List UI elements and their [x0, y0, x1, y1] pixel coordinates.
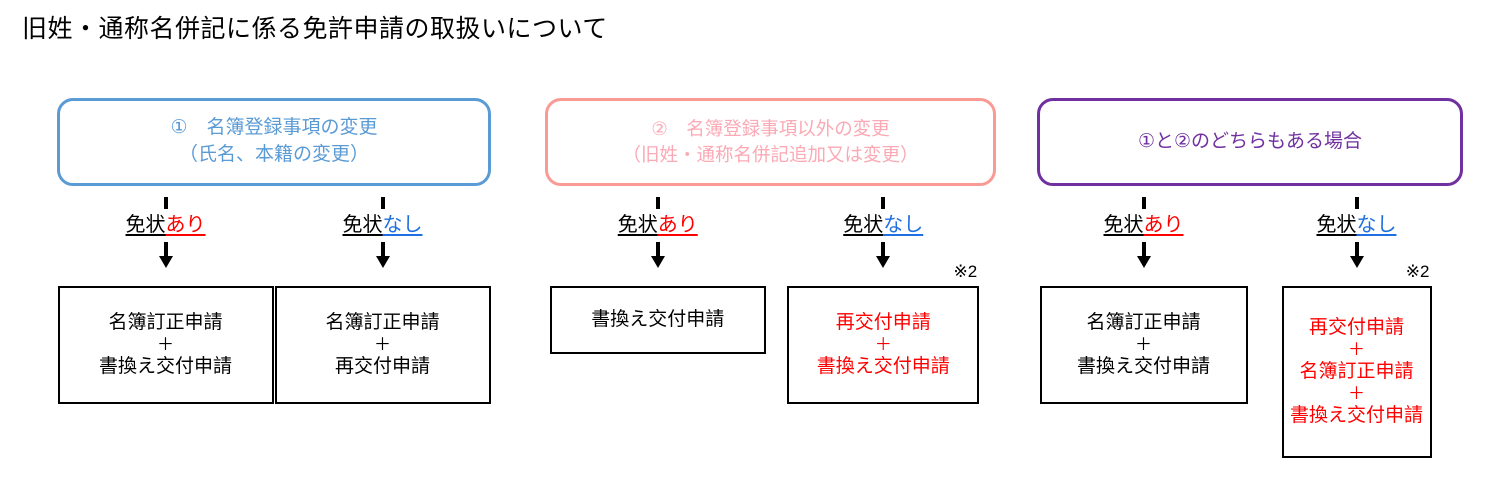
flow-column-2: ② 名簿登録事項以外の変更 （旧姓・通称名併記追加又は変更） 免状あり 免状なし…	[545, 98, 996, 404]
footnote-marker: ※2	[1405, 262, 1430, 281]
branch-label-base: 免状	[843, 214, 884, 236]
connector-stem-icon	[655, 197, 660, 209]
page-title: 旧姓・通称名併記に係る免許申請の取扱いについて	[22, 15, 608, 43]
branch-label-suffix: あり	[657, 214, 698, 236]
branch-licence-absent: 免状なし	[1250, 186, 1463, 268]
result-line: 名簿訂正申請	[108, 312, 223, 334]
result-line: 書換え交付申請	[816, 356, 950, 378]
connector-stem-icon	[1354, 197, 1359, 209]
plus-sign: ＋	[874, 334, 892, 354]
result-slot: ※2 再交付申請 ＋ 書換え交付申請	[771, 262, 997, 404]
result-line: 名簿訂正申請	[325, 312, 440, 334]
plus-sign: ＋	[374, 334, 391, 354]
result-slot: ※2 再交付申請 ＋ 名簿訂正申請 ＋ 書換え交付申請	[1250, 262, 1463, 458]
category-line-1: ② 名簿登録事項以外の変更	[651, 117, 890, 139]
branch-label: 免状なし	[343, 214, 423, 236]
branch-label-suffix: なし	[883, 214, 924, 236]
plus-sign: ＋	[157, 334, 174, 354]
branch-label: 免状なし	[1317, 214, 1397, 236]
result-box: 再交付申請 ＋ 書換え交付申請	[787, 286, 980, 404]
result-line: 書換え交付申請	[1289, 405, 1423, 427]
branch-label-base: 免状	[1316, 214, 1357, 236]
result-slot: 名簿訂正申請 ＋ 再交付申請	[274, 286, 491, 404]
branch-label-base: 免状	[342, 214, 383, 236]
plus-sign: ＋	[1348, 383, 1365, 403]
plus-sign: ＋	[1135, 334, 1152, 354]
branch-licence-absent: 免状なし	[771, 186, 997, 268]
result-line: 書換え交付申請	[98, 356, 232, 378]
category-line-1: ① 名簿登録事項の変更	[170, 117, 378, 139]
category-line-2: （旧姓・通称名併記追加又は変更）	[622, 144, 919, 165]
branch-licence-present: 免状あり	[57, 186, 274, 268]
branch-label: 免状なし	[843, 214, 923, 236]
branch-label: 免状あり	[1104, 214, 1184, 236]
result-line: 再交付申請	[1308, 317, 1404, 339]
result-box: 名簿訂正申請 ＋ 書換え交付申請	[1039, 286, 1248, 404]
arrow-down-icon	[1349, 242, 1365, 268]
category-box-1: ① 名簿登録事項の変更 （氏名、本籍の変更）	[57, 98, 491, 186]
result-box: 名簿訂正申請 ＋ 書換え交付申請	[57, 286, 274, 404]
category-box-3: ①と②のどちらもある場合	[1037, 98, 1463, 186]
branch-licence-present: 免状あり	[545, 186, 771, 268]
result-line: 名簿訂正申請	[1086, 312, 1201, 334]
result-slot: 書換え交付申請	[545, 286, 771, 354]
branch-label-suffix: あり	[165, 214, 206, 236]
arrow-down-icon	[875, 242, 891, 268]
arrow-down-icon	[1136, 242, 1152, 268]
branch-group-1: 免状あり 免状なし	[57, 186, 491, 286]
arrow-down-icon	[158, 242, 174, 268]
result-box: 名簿訂正申請 ＋ 再交付申請	[274, 286, 491, 404]
branch-label: 免状あり	[618, 214, 698, 236]
result-line: 再交付申請	[835, 312, 931, 334]
result-line: 書換え交付申請	[1076, 356, 1210, 378]
category-line-2: （氏名、本籍の変更）	[178, 144, 369, 165]
result-line: 再交付申請	[334, 356, 430, 378]
connector-stem-icon	[1141, 197, 1146, 209]
connector-stem-icon	[881, 197, 886, 209]
branch-label-base: 免状	[1103, 214, 1144, 236]
result-line: 名簿訂正申請	[1299, 361, 1414, 383]
result-slot: 名簿訂正申請 ＋ 書換え交付申請	[57, 286, 274, 404]
arrow-down-icon	[375, 242, 391, 268]
branch-label-base: 免状	[125, 214, 166, 236]
flow-column-3: ①と②のどちらもある場合 免状あり 免状なし 名簿訂正申請 ＋ 書換え交付申請	[1037, 98, 1463, 458]
connector-stem-icon	[380, 197, 385, 209]
branch-licence-absent: 免状なし	[274, 186, 491, 268]
branch-label-suffix: あり	[1143, 214, 1184, 236]
flow-column-1: ① 名簿登録事項の変更 （氏名、本籍の変更） 免状あり 免状なし 名簿訂正申請 …	[57, 98, 491, 404]
branch-label-suffix: なし	[382, 214, 423, 236]
branch-licence-present: 免状あり	[1037, 186, 1250, 268]
result-slot: 名簿訂正申請 ＋ 書換え交付申請	[1037, 286, 1250, 404]
connector-stem-icon	[163, 197, 168, 209]
result-box: 再交付申請 ＋ 名簿訂正申請 ＋ 書換え交付申請	[1281, 286, 1432, 458]
branch-group-2: 免状あり 免状なし	[545, 186, 996, 286]
branch-label-base: 免状	[617, 214, 658, 236]
branch-label: 免状あり	[126, 214, 206, 236]
arrow-down-icon	[650, 242, 666, 268]
category-line-1: ①と②のどちらもある場合	[1137, 130, 1363, 152]
category-box-2: ② 名簿登録事項以外の変更 （旧姓・通称名併記追加又は変更）	[545, 98, 996, 186]
result-line: 書換え交付申請	[591, 309, 725, 331]
branch-label-suffix: なし	[1356, 214, 1397, 236]
footnote-marker: ※2	[953, 262, 978, 281]
plus-sign: ＋	[1348, 339, 1365, 359]
branch-group-3: 免状あり 免状なし	[1037, 186, 1463, 286]
result-box: 書換え交付申請	[549, 286, 766, 354]
